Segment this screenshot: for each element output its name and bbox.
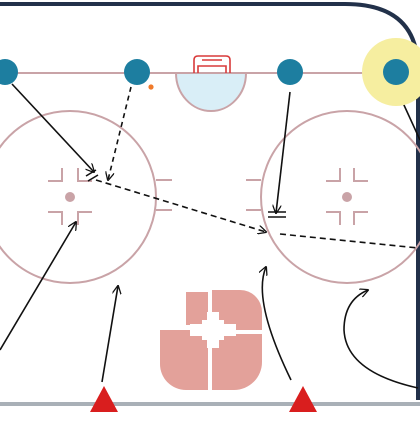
- skate-arrow-dashed-3: [279, 233, 419, 249]
- faceoff-dot-left: [65, 192, 75, 202]
- goal-crease: [174, 72, 248, 112]
- player-4[interactable]: [383, 59, 409, 85]
- player-1[interactable]: [0, 59, 18, 85]
- faceoff-dot-right: [342, 192, 352, 202]
- arrows: [0, 83, 420, 389]
- pass-arrow-2: [276, 91, 291, 213]
- stick-marks: [85, 169, 286, 218]
- faceoff-circle-right: [260, 110, 420, 284]
- skate-arrow-5: [101, 286, 118, 383]
- pass-arrow-1: [11, 83, 94, 172]
- cone-icon-1[interactable]: [90, 386, 118, 412]
- skate-arrow-7: [343, 290, 419, 389]
- goal-net-icon: [193, 55, 231, 73]
- skate-arrow-4: [0, 222, 76, 351]
- faceoff-hash-marks: [156, 179, 261, 211]
- player-3[interactable]: [277, 59, 303, 85]
- logo-icon: [160, 290, 262, 390]
- cone-icon-2[interactable]: [289, 386, 317, 412]
- skate-arrow-dashed-1: [108, 86, 132, 180]
- puck-icon: [148, 84, 154, 90]
- player-2[interactable]: [124, 59, 150, 85]
- faceoff-circle-left: [0, 110, 157, 284]
- skate-arrow-6: [262, 267, 292, 381]
- faceoff-spot-right: [326, 168, 368, 225]
- faceoff-spot-left: [48, 168, 92, 225]
